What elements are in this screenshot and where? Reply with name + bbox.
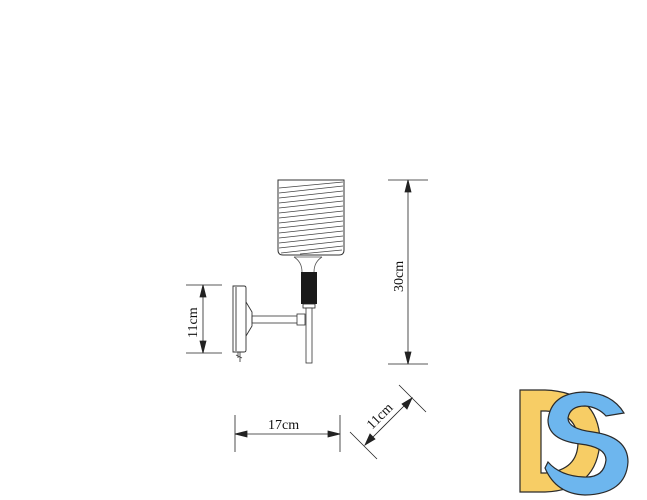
label-backplate-height: 11cm xyxy=(186,307,201,338)
lamp-shade xyxy=(277,179,345,256)
label-width: 17cm xyxy=(268,418,299,433)
vertical-stem xyxy=(305,307,313,364)
socket-neck xyxy=(293,256,323,273)
dimension-backplate-height xyxy=(186,284,222,354)
label-height: 30cm xyxy=(392,261,407,292)
ds-logo xyxy=(519,389,629,496)
socket xyxy=(301,272,317,304)
dimension-width xyxy=(234,415,341,452)
logo-letter-s xyxy=(544,391,629,496)
dimension-height xyxy=(388,179,428,365)
backplate xyxy=(232,285,253,362)
dimension-depth xyxy=(349,384,427,460)
label-depth: 11cm xyxy=(364,401,396,433)
arm xyxy=(251,313,306,326)
